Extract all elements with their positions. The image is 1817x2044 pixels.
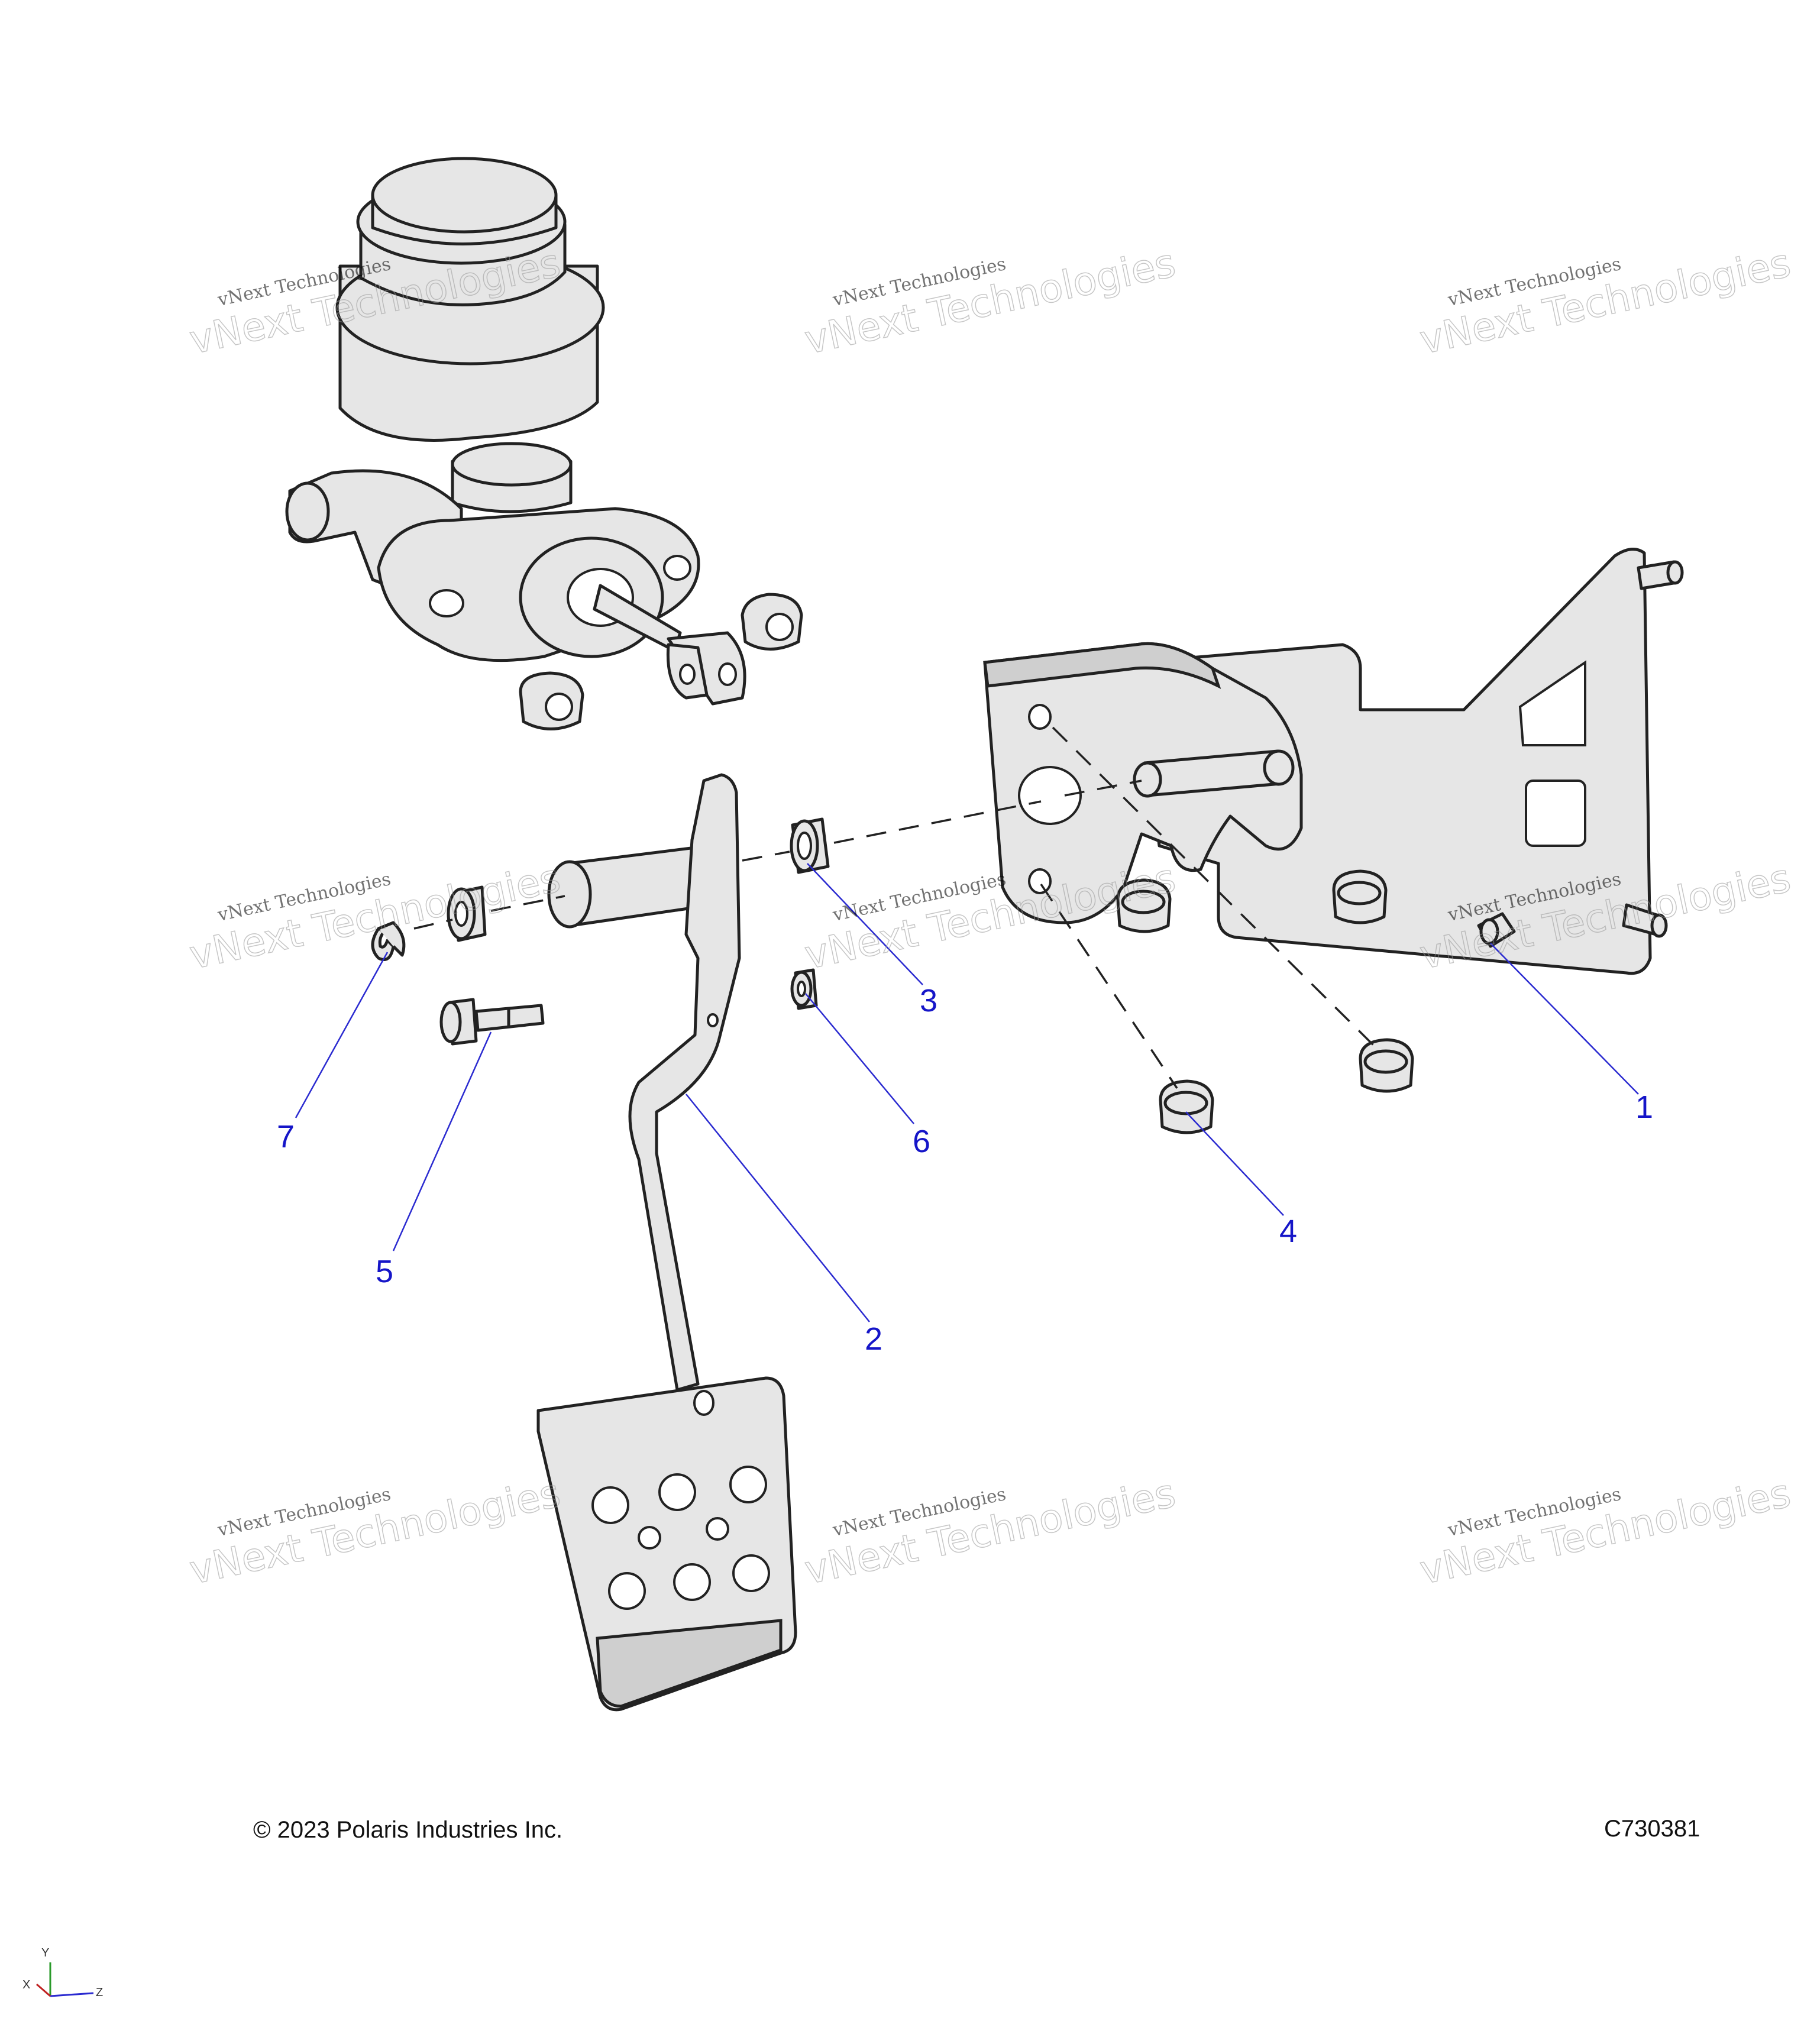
callout-4: 4 <box>1279 1214 1297 1249</box>
retaining-clip <box>371 921 406 961</box>
axis-y-label: Y <box>41 1946 49 1959</box>
flange-nut <box>1159 1079 1214 1134</box>
callout-1: 1 <box>1635 1089 1653 1125</box>
axis-triad: Y X Z <box>22 1946 103 1999</box>
master-cylinder-nut <box>741 593 803 651</box>
assembly-lines <box>413 726 1376 1089</box>
mounting-bracket <box>983 548 1684 975</box>
callout-3: 3 <box>920 983 937 1018</box>
callout-7: 7 <box>277 1119 295 1154</box>
callout-leaders <box>295 863 1639 1322</box>
bolt-bushing <box>790 968 818 1010</box>
callout-6: 6 <box>913 1124 930 1159</box>
drawing-number: C730381 <box>1604 1816 1700 1842</box>
flange-nut <box>1359 1038 1414 1093</box>
master-cylinder <box>285 157 746 706</box>
flange-nut <box>1116 878 1172 933</box>
brake-pedal <box>536 773 797 1712</box>
master-cylinder-nut <box>519 671 584 730</box>
pivot-bushing <box>790 817 830 874</box>
pedal-bushing <box>447 885 487 942</box>
callout-2: 2 <box>865 1321 882 1357</box>
shoulder-bolt <box>439 998 545 1046</box>
axis-x-label: X <box>22 1978 30 1991</box>
copyright-notice: © 2023 Polaris Industries Inc. <box>253 1817 563 1843</box>
pedal-pad-holes <box>591 1466 770 1610</box>
axis-z-label: Z <box>96 1986 103 1999</box>
flange-nut <box>1332 869 1388 924</box>
callout-5: 5 <box>376 1254 393 1289</box>
